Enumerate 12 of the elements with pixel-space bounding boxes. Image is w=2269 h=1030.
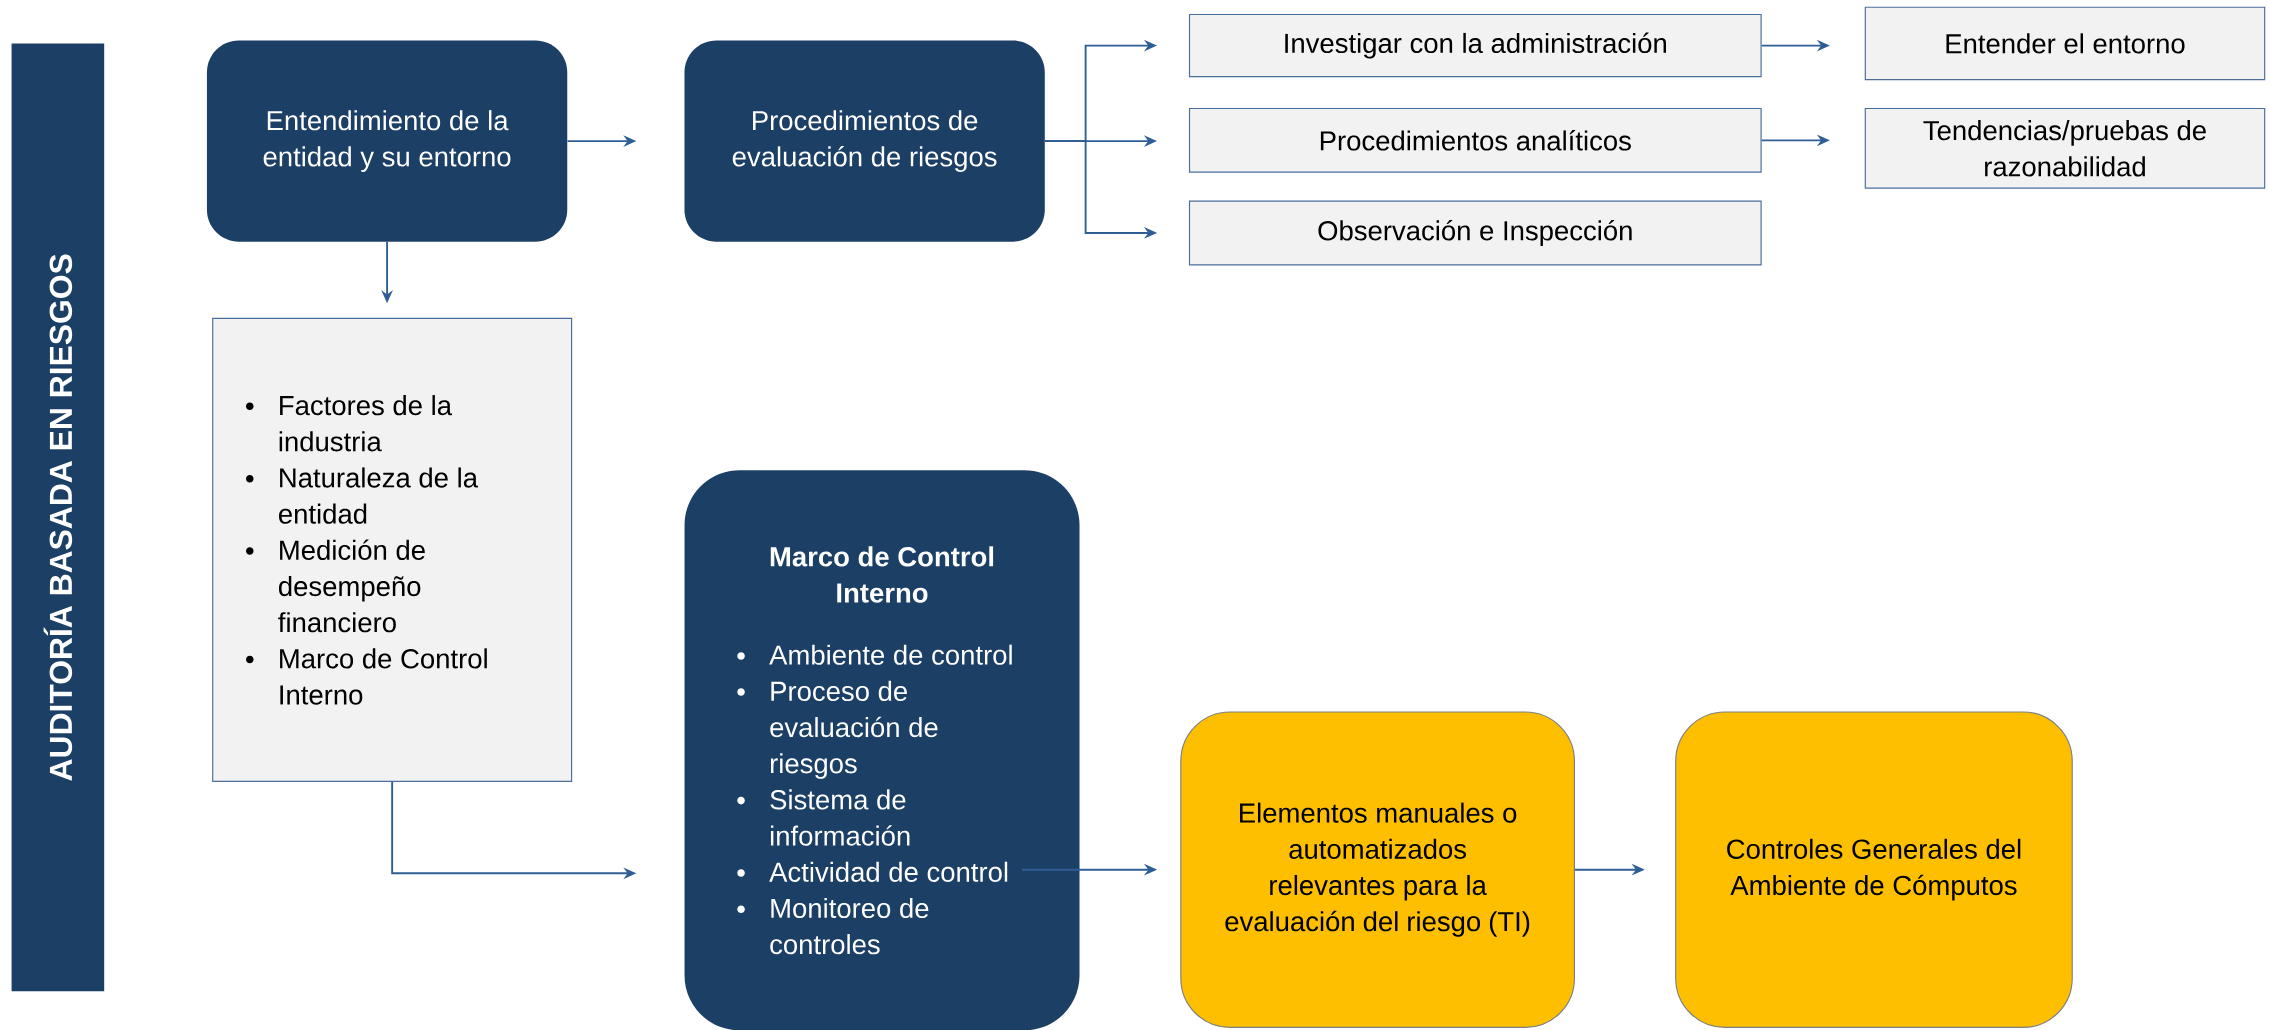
process-box: Entendimiento de la entidad y su entorno — [206, 40, 568, 242]
step-box: Observación e Inspección — [1188, 200, 1762, 266]
step-box: Procedimientos analíticos — [1188, 107, 1762, 173]
bullet-list-box: Factores de la industria Naturaleza de la entidad Medición de desempeño financiero Marco de Control Interno — [212, 317, 573, 782]
process-box: Elementos manuales o automatizados relevantes para la evaluación del riesgo (TI) — [1180, 711, 1575, 1028]
process-box: Controles Generales del Ambiente de Cómputos — [1675, 711, 2073, 1028]
process-box: Procedimientos de evaluación de riesgos — [684, 40, 1045, 242]
step-box: Investigar con la administración — [1188, 13, 1762, 78]
step-box: Entender el entorno — [1864, 6, 2266, 80]
title-band: AUDITORÍA BASADA EN RIESGOS — [11, 43, 105, 992]
control-framework-box: Marco de Control Interno Ambiente de control Proceso de evaluación de riesgos Sistema de información Actividad de control Monitoreo de controles — [684, 470, 1080, 1030]
step-box: Tendencias/pruebas de razonabilidad — [1864, 107, 2266, 189]
